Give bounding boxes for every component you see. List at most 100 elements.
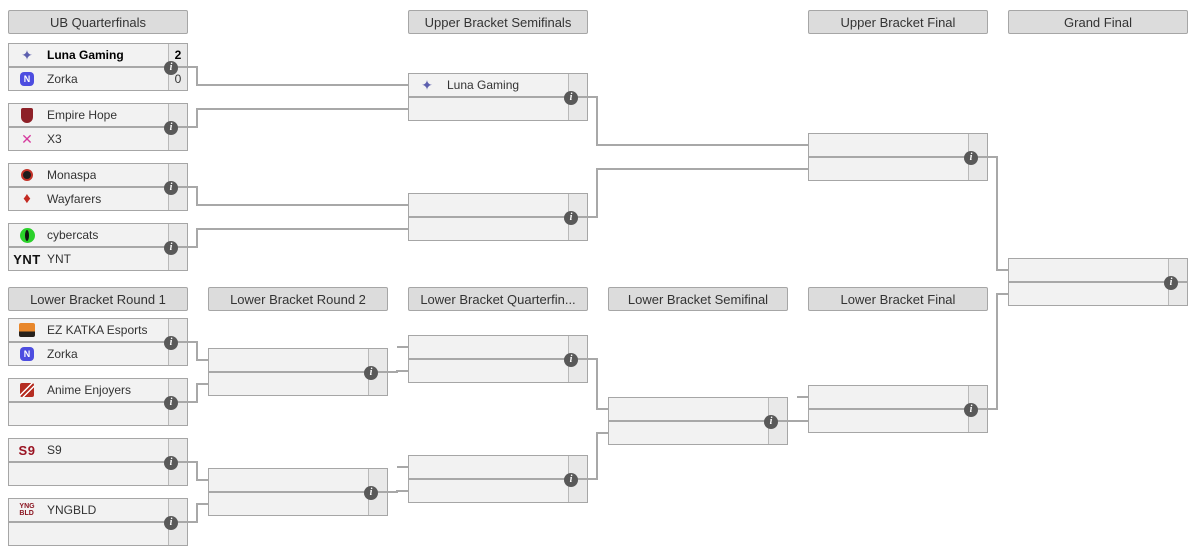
info-icon[interactable]: i: [164, 456, 178, 470]
info-icon[interactable]: i: [964, 151, 978, 165]
bracket-connector: [988, 408, 998, 410]
round-header-lb-r2: Lower Bracket Round 2: [208, 287, 388, 311]
team-cell: [809, 158, 968, 180]
team-cell: [9, 523, 168, 545]
bracket-connector: [196, 383, 208, 385]
team-row: EZ KATKA Esports: [9, 319, 187, 341]
info-icon[interactable]: i: [364, 366, 378, 380]
empty-team-row: [409, 336, 587, 358]
team-cell: [409, 480, 568, 502]
round-header-lb-r1: Lower Bracket Round 1: [8, 287, 188, 311]
team-cell: ♦Wayfarers: [9, 188, 168, 210]
bracket-connector: [788, 420, 808, 422]
bracket-connector: [397, 466, 408, 468]
info-icon[interactable]: i: [564, 473, 578, 487]
empty-team-row: [9, 401, 187, 425]
round-header-lb-sf: Lower Bracket Semifinal: [608, 287, 788, 311]
bracket-connector: [596, 408, 608, 410]
team-cell: [1009, 283, 1168, 305]
team-score: [168, 164, 187, 186]
bracket-connector: [188, 186, 198, 188]
info-icon[interactable]: i: [164, 336, 178, 350]
team-name[interactable]: Wayfarers: [47, 192, 102, 206]
team-name[interactable]: Monaspa: [47, 168, 97, 182]
info-icon[interactable]: i: [564, 91, 578, 105]
team-row: ✕X3: [9, 126, 187, 150]
bracket-connector: [188, 341, 198, 343]
info-icon[interactable]: i: [564, 353, 578, 367]
bracket-connector: [797, 396, 808, 398]
info-icon[interactable]: i: [364, 486, 378, 500]
info-icon[interactable]: i: [1164, 276, 1178, 290]
team-name[interactable]: Anime Enjoyers: [47, 383, 132, 397]
team-name[interactable]: YNGBLD: [47, 503, 97, 517]
empty-team-row: [9, 521, 187, 545]
round-header-lb-qf: Lower Bracket Quarterfin...: [408, 287, 588, 311]
info-icon[interactable]: i: [964, 403, 978, 417]
team-name[interactable]: Zorka: [47, 72, 78, 86]
luna-gaming-logo-icon: ✦: [21, 47, 33, 63]
team-cell: N Zorka: [9, 343, 168, 365]
info-icon[interactable]: i: [164, 181, 178, 195]
anime-enjoyers-logo-icon: [20, 383, 34, 397]
bracket-connector: [996, 293, 1008, 295]
team-cell: Empire Hope: [9, 104, 168, 126]
bracket-connector: [596, 358, 598, 410]
info-icon[interactable]: i: [164, 121, 178, 135]
team-logo-cell: N: [13, 347, 41, 361]
bracket-connector: [196, 66, 198, 86]
team-score: [568, 456, 587, 478]
team-logo-cell: N: [13, 72, 41, 86]
round-header-ub-sf: Upper Bracket Semifinals: [408, 10, 588, 34]
team-name[interactable]: Luna Gaming: [47, 48, 124, 62]
bracket-connector: [196, 186, 198, 206]
empty-team-row: [209, 371, 387, 395]
team-score: [968, 386, 987, 408]
round-header-ub-final: Upper Bracket Final: [808, 10, 988, 34]
team-cell: Anime Enjoyers: [9, 379, 168, 401]
cybercats-logo-icon: [19, 227, 35, 243]
info-icon[interactable]: i: [164, 516, 178, 530]
team-cell: [609, 422, 768, 444]
zorka-logo-icon: N: [20, 72, 34, 86]
team-name[interactable]: S9: [47, 443, 62, 457]
team-name[interactable]: Empire Hope: [47, 108, 118, 122]
bracket-connector: [397, 346, 408, 348]
team-score: [168, 439, 187, 461]
info-icon[interactable]: i: [164, 241, 178, 255]
bracket-connector: [388, 371, 398, 373]
team-name[interactable]: cybercats: [47, 228, 99, 242]
info-icon[interactable]: i: [764, 415, 778, 429]
bracket-connector: [196, 204, 408, 206]
bracket-connector: [196, 84, 408, 86]
team-name[interactable]: Zorka: [47, 347, 78, 361]
team-score: 2: [168, 44, 187, 66]
empty-team-row: [209, 349, 387, 371]
team-score: [568, 194, 587, 216]
team-logo-cell: [13, 169, 41, 181]
team-name[interactable]: YNT: [47, 252, 71, 266]
info-icon[interactable]: i: [164, 396, 178, 410]
team-score: [968, 134, 987, 156]
bracket-connector: [196, 341, 198, 361]
match-grand-final: i: [1008, 258, 1188, 306]
empty-team-row: [809, 156, 987, 180]
team-name[interactable]: X3: [47, 132, 62, 146]
team-cell: EZ KATKA Esports: [9, 319, 168, 341]
team-name[interactable]: Luna Gaming: [447, 78, 520, 92]
bracket-connector: [196, 108, 408, 110]
info-icon[interactable]: i: [564, 211, 578, 225]
team-name[interactable]: EZ KATKA Esports: [47, 323, 148, 337]
bracket-connector: [188, 461, 198, 463]
info-icon[interactable]: i: [164, 61, 178, 75]
team-score: [368, 349, 387, 371]
team-row: Monaspa: [9, 164, 187, 186]
zorka-logo-icon: N: [20, 347, 34, 361]
